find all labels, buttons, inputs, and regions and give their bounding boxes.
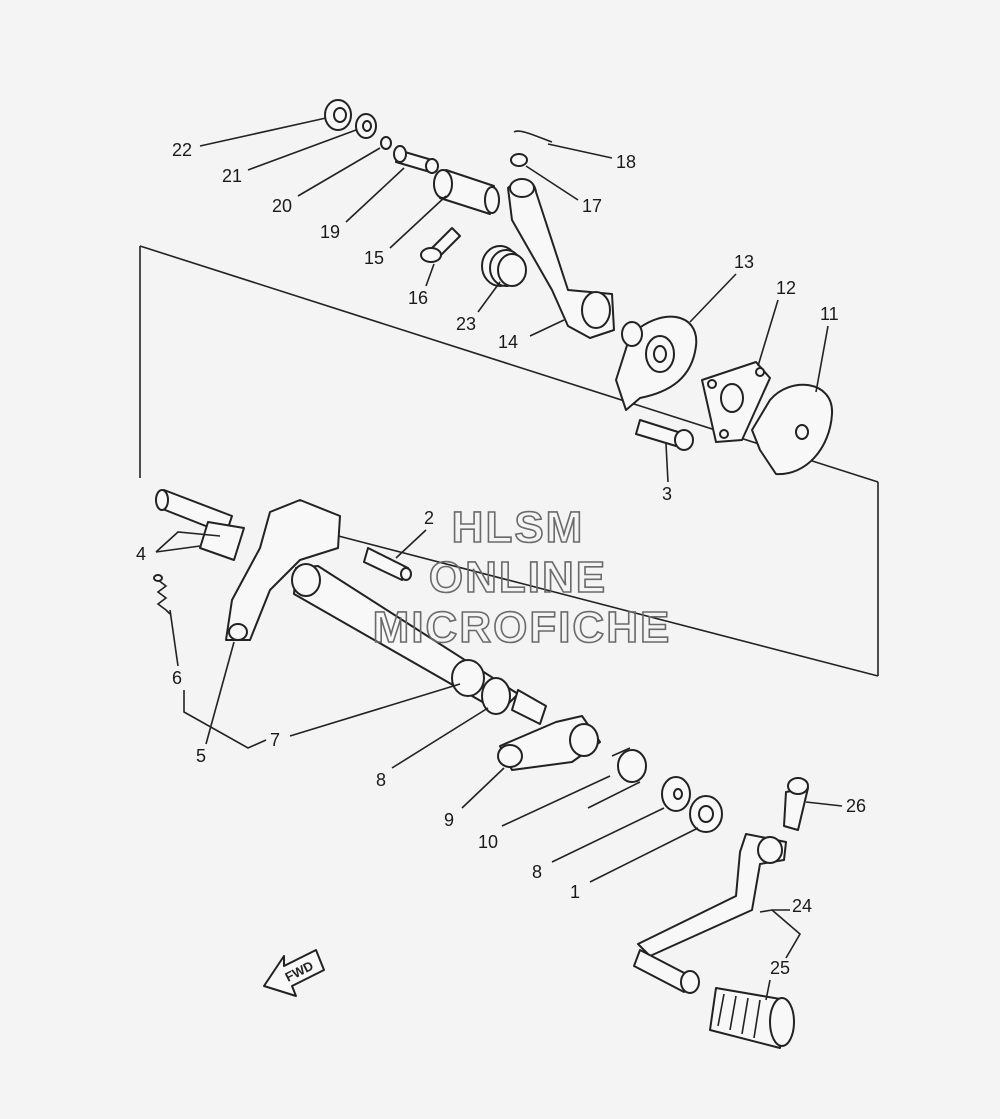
label-18: 18	[616, 152, 636, 172]
part-6-spring	[153, 574, 171, 615]
label-19: 19	[320, 222, 340, 242]
label-23: 23	[456, 314, 476, 334]
part-5-shift-lever	[225, 499, 341, 641]
label-15: 15	[364, 248, 384, 268]
part-11-cover	[751, 383, 834, 476]
part-16-pin	[420, 227, 461, 263]
part-25-pedal-rubber	[709, 987, 795, 1049]
label-7: 7	[270, 730, 280, 750]
label-11: 11	[820, 304, 839, 324]
label-13: 13	[734, 252, 754, 272]
part-19-bolt	[393, 145, 439, 174]
part-2-pin	[363, 547, 412, 581]
label-3: 3	[662, 484, 672, 504]
label-22: 22	[172, 140, 192, 160]
part-12-plate	[701, 361, 771, 443]
watermark-line-2: ONLINE	[429, 553, 607, 602]
label-6: 6	[172, 668, 182, 688]
label-16: 16	[408, 288, 428, 308]
watermark: HLSM ONLINE MICROFICHE	[372, 502, 672, 653]
label-8-lower: 8	[532, 862, 542, 882]
label-4: 4	[136, 544, 146, 564]
leader-lines	[155, 117, 843, 1001]
part-21-washer	[355, 113, 377, 139]
part-4-guide	[155, 489, 245, 561]
watermark-line-1: HLSM	[452, 503, 585, 552]
part-number-labels: 22 21 20 19 15 16 23 14 17 18 13 12 11 3…	[136, 140, 866, 978]
part-18-cotter-pin	[513, 130, 553, 143]
label-20: 20	[272, 196, 292, 216]
label-10: 10	[478, 832, 498, 852]
part-24-shift-pedal	[633, 833, 787, 994]
part-26-bolt	[783, 777, 809, 831]
label-24: 24	[792, 896, 812, 916]
part-15-joint	[433, 169, 500, 215]
part-8-collar-upper	[451, 659, 547, 725]
part-17-clip	[510, 153, 528, 167]
part-9-arm	[497, 715, 601, 771]
part-8-washer-lower	[661, 776, 691, 812]
label-14: 14	[498, 332, 518, 352]
label-12: 12	[776, 278, 796, 298]
label-8-upper: 8	[376, 770, 386, 790]
label-1: 1	[570, 882, 580, 902]
part-22-nut	[324, 99, 352, 131]
part-13-segment	[615, 315, 698, 411]
watermark-line-3: MICROFICHE	[373, 603, 672, 652]
label-26: 26	[846, 796, 866, 816]
label-25: 25	[770, 958, 790, 978]
label-5: 5	[196, 746, 206, 766]
part-1-bushing	[689, 795, 723, 833]
label-2: 2	[424, 508, 434, 528]
part-14-shift-arm	[507, 178, 615, 339]
label-9: 9	[444, 810, 454, 830]
part-3-screw	[635, 419, 694, 451]
part-20-ring	[380, 136, 392, 150]
part-23-spring	[481, 245, 527, 287]
fwd-arrow-icon: FWD	[263, 949, 325, 997]
reference-frame	[139, 245, 879, 677]
label-21: 21	[222, 166, 242, 186]
label-17: 17	[582, 196, 602, 216]
part-10-spring	[587, 747, 647, 809]
